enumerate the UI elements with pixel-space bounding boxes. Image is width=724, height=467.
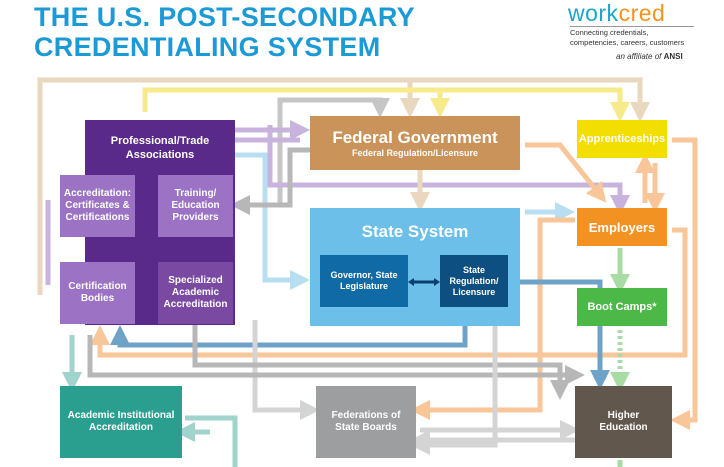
employers-label: Employers <box>588 219 656 235</box>
affiliate-org: ANSI <box>663 52 683 61</box>
higher-ed-label: Higher Education <box>599 410 648 433</box>
connector-orange-fed <box>410 217 575 420</box>
professional-label: Professional/Trade Associations <box>110 135 210 161</box>
apprenticeships-label: Apprenticeships <box>578 133 666 145</box>
connector-blue-1 <box>220 152 310 290</box>
connector-orange-app <box>525 142 607 203</box>
governor-state-legislature: Governor, State Legislature <box>320 255 408 307</box>
federal-label: Federal Government <box>332 127 498 147</box>
boot-camps: Boot Camps* <box>577 288 667 326</box>
training-education-providers: Training/ Education Providers <box>158 175 233 237</box>
connector-grey-4 <box>87 335 585 385</box>
logo-work: work <box>568 0 619 26</box>
connector-purple-emp <box>267 125 630 215</box>
employers: Employers <box>577 208 667 246</box>
logo-affiliate: an affiliate of ANSI <box>616 52 683 61</box>
state-label: State System <box>361 222 469 241</box>
connector-grey-top <box>277 97 390 205</box>
higher-education: Higher Education <box>575 386 672 458</box>
accreditation-certificates: Accreditation: Certificates & Certificat… <box>60 175 135 237</box>
workcred-logo: workcred <box>568 0 665 27</box>
federations-of-state-boards: Federations of State Boards <box>316 386 416 458</box>
connector-grey-fed <box>230 147 310 215</box>
connector-teal-3 <box>185 415 238 467</box>
state-reg-label: State Regulation/ Licensure <box>449 264 499 297</box>
academic-institutional-accreditation: Academic Institutional Accreditation <box>60 386 182 458</box>
certification-bodies: Certification Bodies <box>60 262 135 324</box>
state-regulation-licensure: State Regulation/ Licensure <box>440 255 508 307</box>
specialized-label: Specialized Academic Accreditation <box>163 275 228 310</box>
affiliate-prefix: an affiliate of <box>616 52 662 61</box>
accreditation-label: Accreditation: Certificates & Certificat… <box>63 188 132 223</box>
connector-state-he <box>505 279 610 390</box>
federal-sub-label: Federal Regulation/Licensure <box>351 147 479 158</box>
federations-label: Federations of State Boards <box>331 410 401 433</box>
connector-orange-right2 <box>90 227 688 358</box>
connector-orange-right <box>670 137 698 430</box>
governor-state-arrow <box>408 278 440 286</box>
federal-government: Federal Government Federal Regulation/Li… <box>310 116 520 170</box>
logo-tagline: Connecting credentials, competencies, ca… <box>570 26 694 52</box>
bootcamps-label: Boot Camps* <box>587 301 657 313</box>
connector-grey-5 <box>410 320 498 455</box>
specialized-academic-accreditation: Specialized Academic Accreditation <box>158 262 233 324</box>
connector-yellow-top <box>142 87 630 122</box>
connector-state-blue <box>110 310 468 348</box>
certification-label: Certification Bodies <box>68 281 127 304</box>
page-title-line-2: CREDENTIALING SYSTEM <box>34 32 381 62</box>
training-label: Training/ Education Providers <box>171 188 220 223</box>
academic-label: Academic Institutional Accreditation <box>67 410 175 433</box>
connector-beige-top <box>37 77 650 295</box>
page-title-line-1: THE U.S. POST-SECONDARY <box>34 2 415 32</box>
logo-cred: cred <box>618 0 666 26</box>
connector-grey-2 <box>252 320 320 420</box>
governor-label: Governor, State Legislature <box>330 270 398 291</box>
apprenticeships: Apprenticeships <box>577 120 667 158</box>
